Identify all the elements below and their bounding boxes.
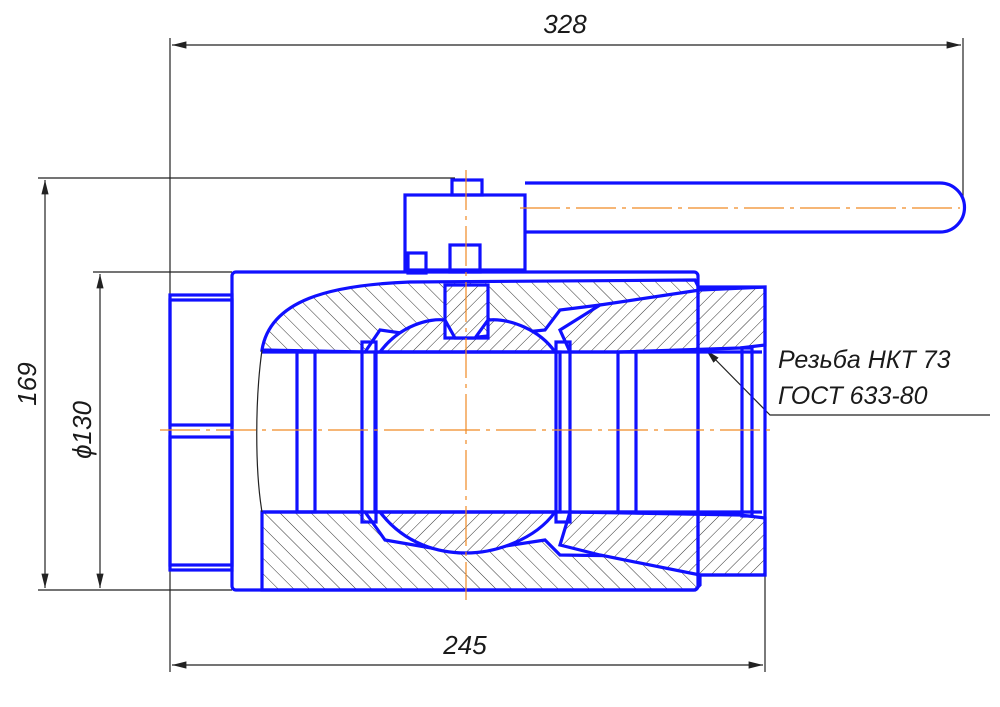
dimension-overall-length: 328 [543,9,587,39]
bore [256,340,762,524]
ball [373,318,562,555]
dimension-diameter: ϕ130 [67,401,97,459]
thread-note-line2: ГОСТ 633-80 [778,382,928,410]
dimension-body-length: 245 [442,630,487,660]
centerlines [160,170,960,600]
thread-note-line1: Резьба НКТ 73 [778,346,951,374]
dimension-height: 169 [12,362,42,405]
